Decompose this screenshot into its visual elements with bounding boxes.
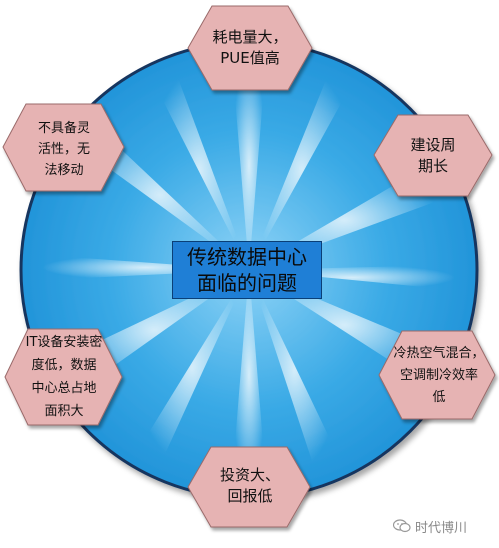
hexagon-top (187, 5, 313, 91)
center-title-line2: 面临的问题 (197, 271, 297, 295)
center-title-line1: 传统数据中心 (187, 245, 307, 269)
problem-label-lower-left: IT设备安装密 度低，数据 中心总占地 面积大 (6, 330, 122, 424)
hexagon-lower-right (378, 330, 496, 420)
problem-5-line-1: 活性，无 (37, 141, 90, 157)
problem-0-line-0: 耗电量大， (212, 28, 288, 46)
watermark-text: 时代博川 (415, 520, 468, 536)
problem-label-upper-left: 不具备灵 活性，无 法移动 (14, 116, 114, 182)
hexagon-bottom (187, 446, 311, 528)
problem-label-lower-right: 冷热空气混合， 空调制冷效率 低 (383, 342, 495, 410)
hexagon-lower-left (4, 328, 123, 426)
problem-4-line-2: 中心总占地 (31, 381, 97, 396)
problem-label-upper-right: 建设周 期长 (388, 130, 478, 182)
problem-4-line-3: 面积大 (44, 404, 84, 419)
problem-1-line-0: 建设周 (410, 136, 456, 154)
problem-3-line-1: 回报低 (227, 487, 273, 505)
problem-3-line-0: 投资大、 (219, 466, 280, 484)
problem-2-line-2: 低 (432, 390, 446, 405)
problem-2-line-0: 冷热空气混合， (393, 346, 485, 361)
hexagon-upper-right (373, 114, 493, 197)
center-title-box: 传统数据中心 面临的问题 (172, 241, 322, 299)
wechat-icon (392, 519, 411, 533)
problem-0-line-1: PUE值高 (220, 49, 280, 67)
problem-4-line-1: 度低，数据 (31, 358, 97, 373)
problem-label-top: 耗电量大， PUE值高 (200, 22, 300, 74)
problem-5-line-0: 不具备灵 (37, 120, 90, 136)
problem-label-bottom: 投资大、 回报低 (200, 460, 300, 512)
problem-2-line-1: 空调制冷效率 (399, 368, 478, 383)
hexagon-upper-left (2, 103, 125, 192)
problem-1-line-1: 期长 (417, 157, 448, 175)
problem-5-line-2: 法移动 (44, 162, 84, 178)
watermark: 时代博川 (392, 515, 493, 537)
problem-4-line-0: IT设备安装密 (25, 335, 103, 350)
